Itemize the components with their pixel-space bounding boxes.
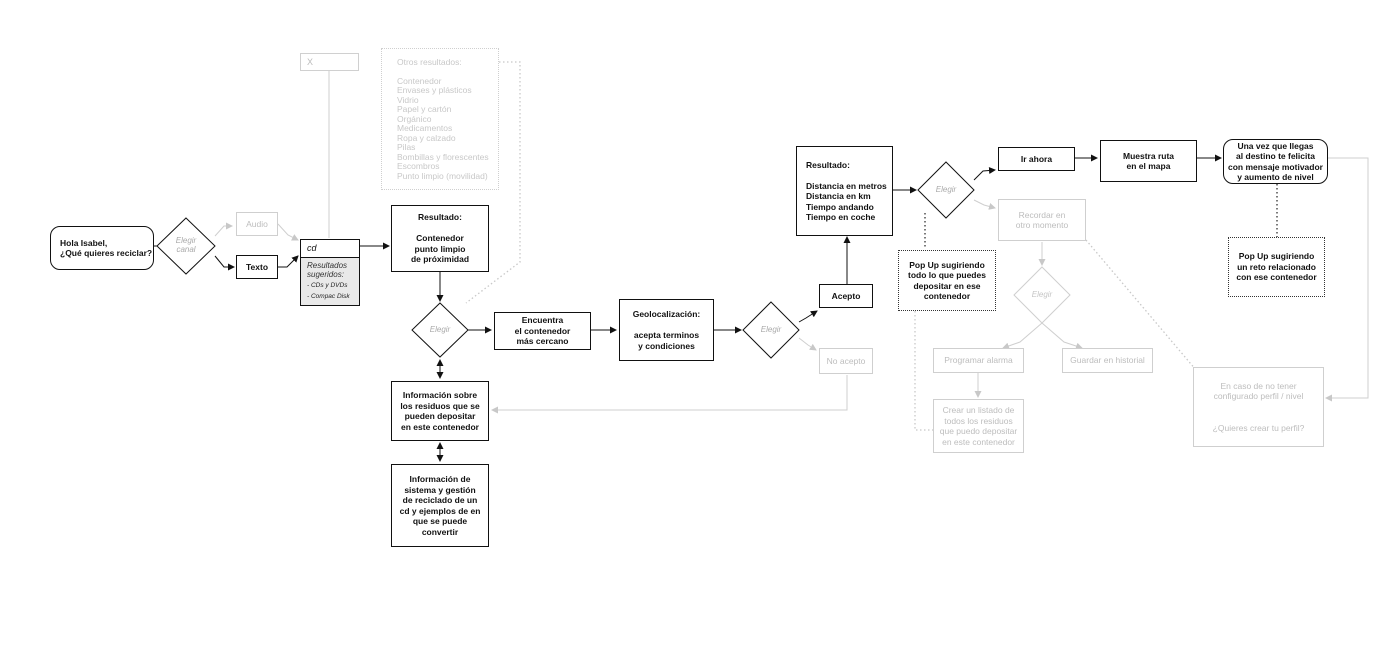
decision-canal [156,217,216,275]
edge-elegir-noacepto [798,337,817,351]
other-result-item[interactable]: Envases y plásticos [397,85,472,95]
suggested-results-title: Resultados sugeridos: [307,261,348,279]
edge-audio-cd [277,223,299,241]
edge-canal-texto [214,255,235,271]
resultado-punto-limpio: Resultado: Contenedor punto limpio de pr… [391,205,489,272]
search-box[interactable]: cd Resultados sugeridos: - CDs y DVDs - … [300,239,360,306]
guardar-historial-button[interactable]: Guardar en historial [1062,348,1153,373]
crear-listado: Crear un listado de todos los residuos q… [933,399,1024,453]
info-sistema: Información de sistema y gestión de reci… [391,464,489,547]
edge-popup-listado [914,311,933,431]
other-input-box[interactable]: X [300,53,359,71]
greeting-node[interactable]: Hola Isabel, ¿Qué quieres reciclar? [50,226,154,270]
edge-elegir-acepto [798,310,818,323]
decision-elegir-1-label: Elegir [429,325,451,334]
other-result-item[interactable]: Punto limpio (movilidad) [397,170,488,181]
edge-elegir4-programar [1002,322,1043,350]
other-result-item[interactable]: Pilas [397,142,416,152]
other-result-item[interactable]: Orgánico [397,113,432,124]
encuentra-contenedor: Encuentra el contenedor más cercano [494,312,591,350]
acepto-button[interactable]: Acepto [819,284,873,308]
edge-elegir3-recordar [973,199,996,210]
other-result-item[interactable]: Ropa y calzado [397,132,456,143]
edge-elegir3-ir [973,167,996,181]
info-residuos: Información sobre los residuos que se pu… [391,381,489,441]
channel-audio[interactable]: Audio [236,212,278,236]
programar-alarma-button[interactable]: Programar alarma [933,348,1024,373]
edge-texto-cd [278,255,299,268]
felicita-node: Una vez que llegas al destino te felicit… [1223,139,1328,184]
no-acepto-button[interactable]: No acepto [819,348,873,374]
ir-ahora-button[interactable]: Ir ahora [998,147,1075,171]
other-result-item[interactable]: Contenedor [397,75,442,86]
edge-recordar-perfil [1085,239,1197,371]
other-result-item[interactable]: Papel y cartón [397,104,452,114]
edge-elegir4-historial [1041,322,1083,350]
geolocalizacion: Geolocalización: acepta terminos y condi… [619,299,714,361]
other-results-title: Otros resultados: [397,57,462,67]
suggested-item-1[interactable]: - CDs y DVDs [307,282,348,289]
channel-texto[interactable]: Texto [236,255,278,279]
suggested-item-2[interactable]: - Compac Disk [307,293,350,300]
popup-reto: Pop Up sugiriendo un reto relacionado co… [1228,237,1325,297]
greeting-line1: Hola Isabel, [60,237,108,248]
other-results-box: Otros resultados: Contenedor Envases y p… [381,48,499,190]
decision-elegir-4-label: Elegir [1031,290,1053,299]
decision-elegir-2 [742,301,800,359]
decision-elegir-3-label: Elegir [935,185,957,194]
decision-elegir-3 [917,161,975,219]
crear-perfil[interactable]: En caso de no tener configurado perfil /… [1193,367,1324,447]
decision-canal-label: Elegir canal [175,236,197,254]
other-result-item[interactable]: Escombros [397,161,440,171]
edge-others-elegir [465,61,521,304]
other-result-item[interactable]: Vidrio [397,94,419,105]
edge-felicita-perfil [1325,157,1369,402]
other-result-item[interactable]: Medicamentos [397,123,453,133]
search-input-value: cd [301,240,359,258]
muestra-ruta: Muestra ruta en el mapa [1100,140,1197,182]
edge-canal-audio [214,222,233,237]
decision-elegir-2-label: Elegir [760,325,782,334]
popup-depositar: Pop Up sugiriendo todo lo que puedes dep… [898,250,996,311]
recordar-button[interactable]: Recordar en otro momento [998,199,1086,241]
edge-noacepto-info [491,375,848,414]
other-result-item[interactable]: Bombillas y florescentes [397,151,489,162]
decision-elegir-1 [411,302,469,358]
resultado-distancia: Resultado: Distancia en metros Distancia… [796,146,893,236]
greeting-line2: ¿Qué quieres reciclar? [60,248,153,258]
